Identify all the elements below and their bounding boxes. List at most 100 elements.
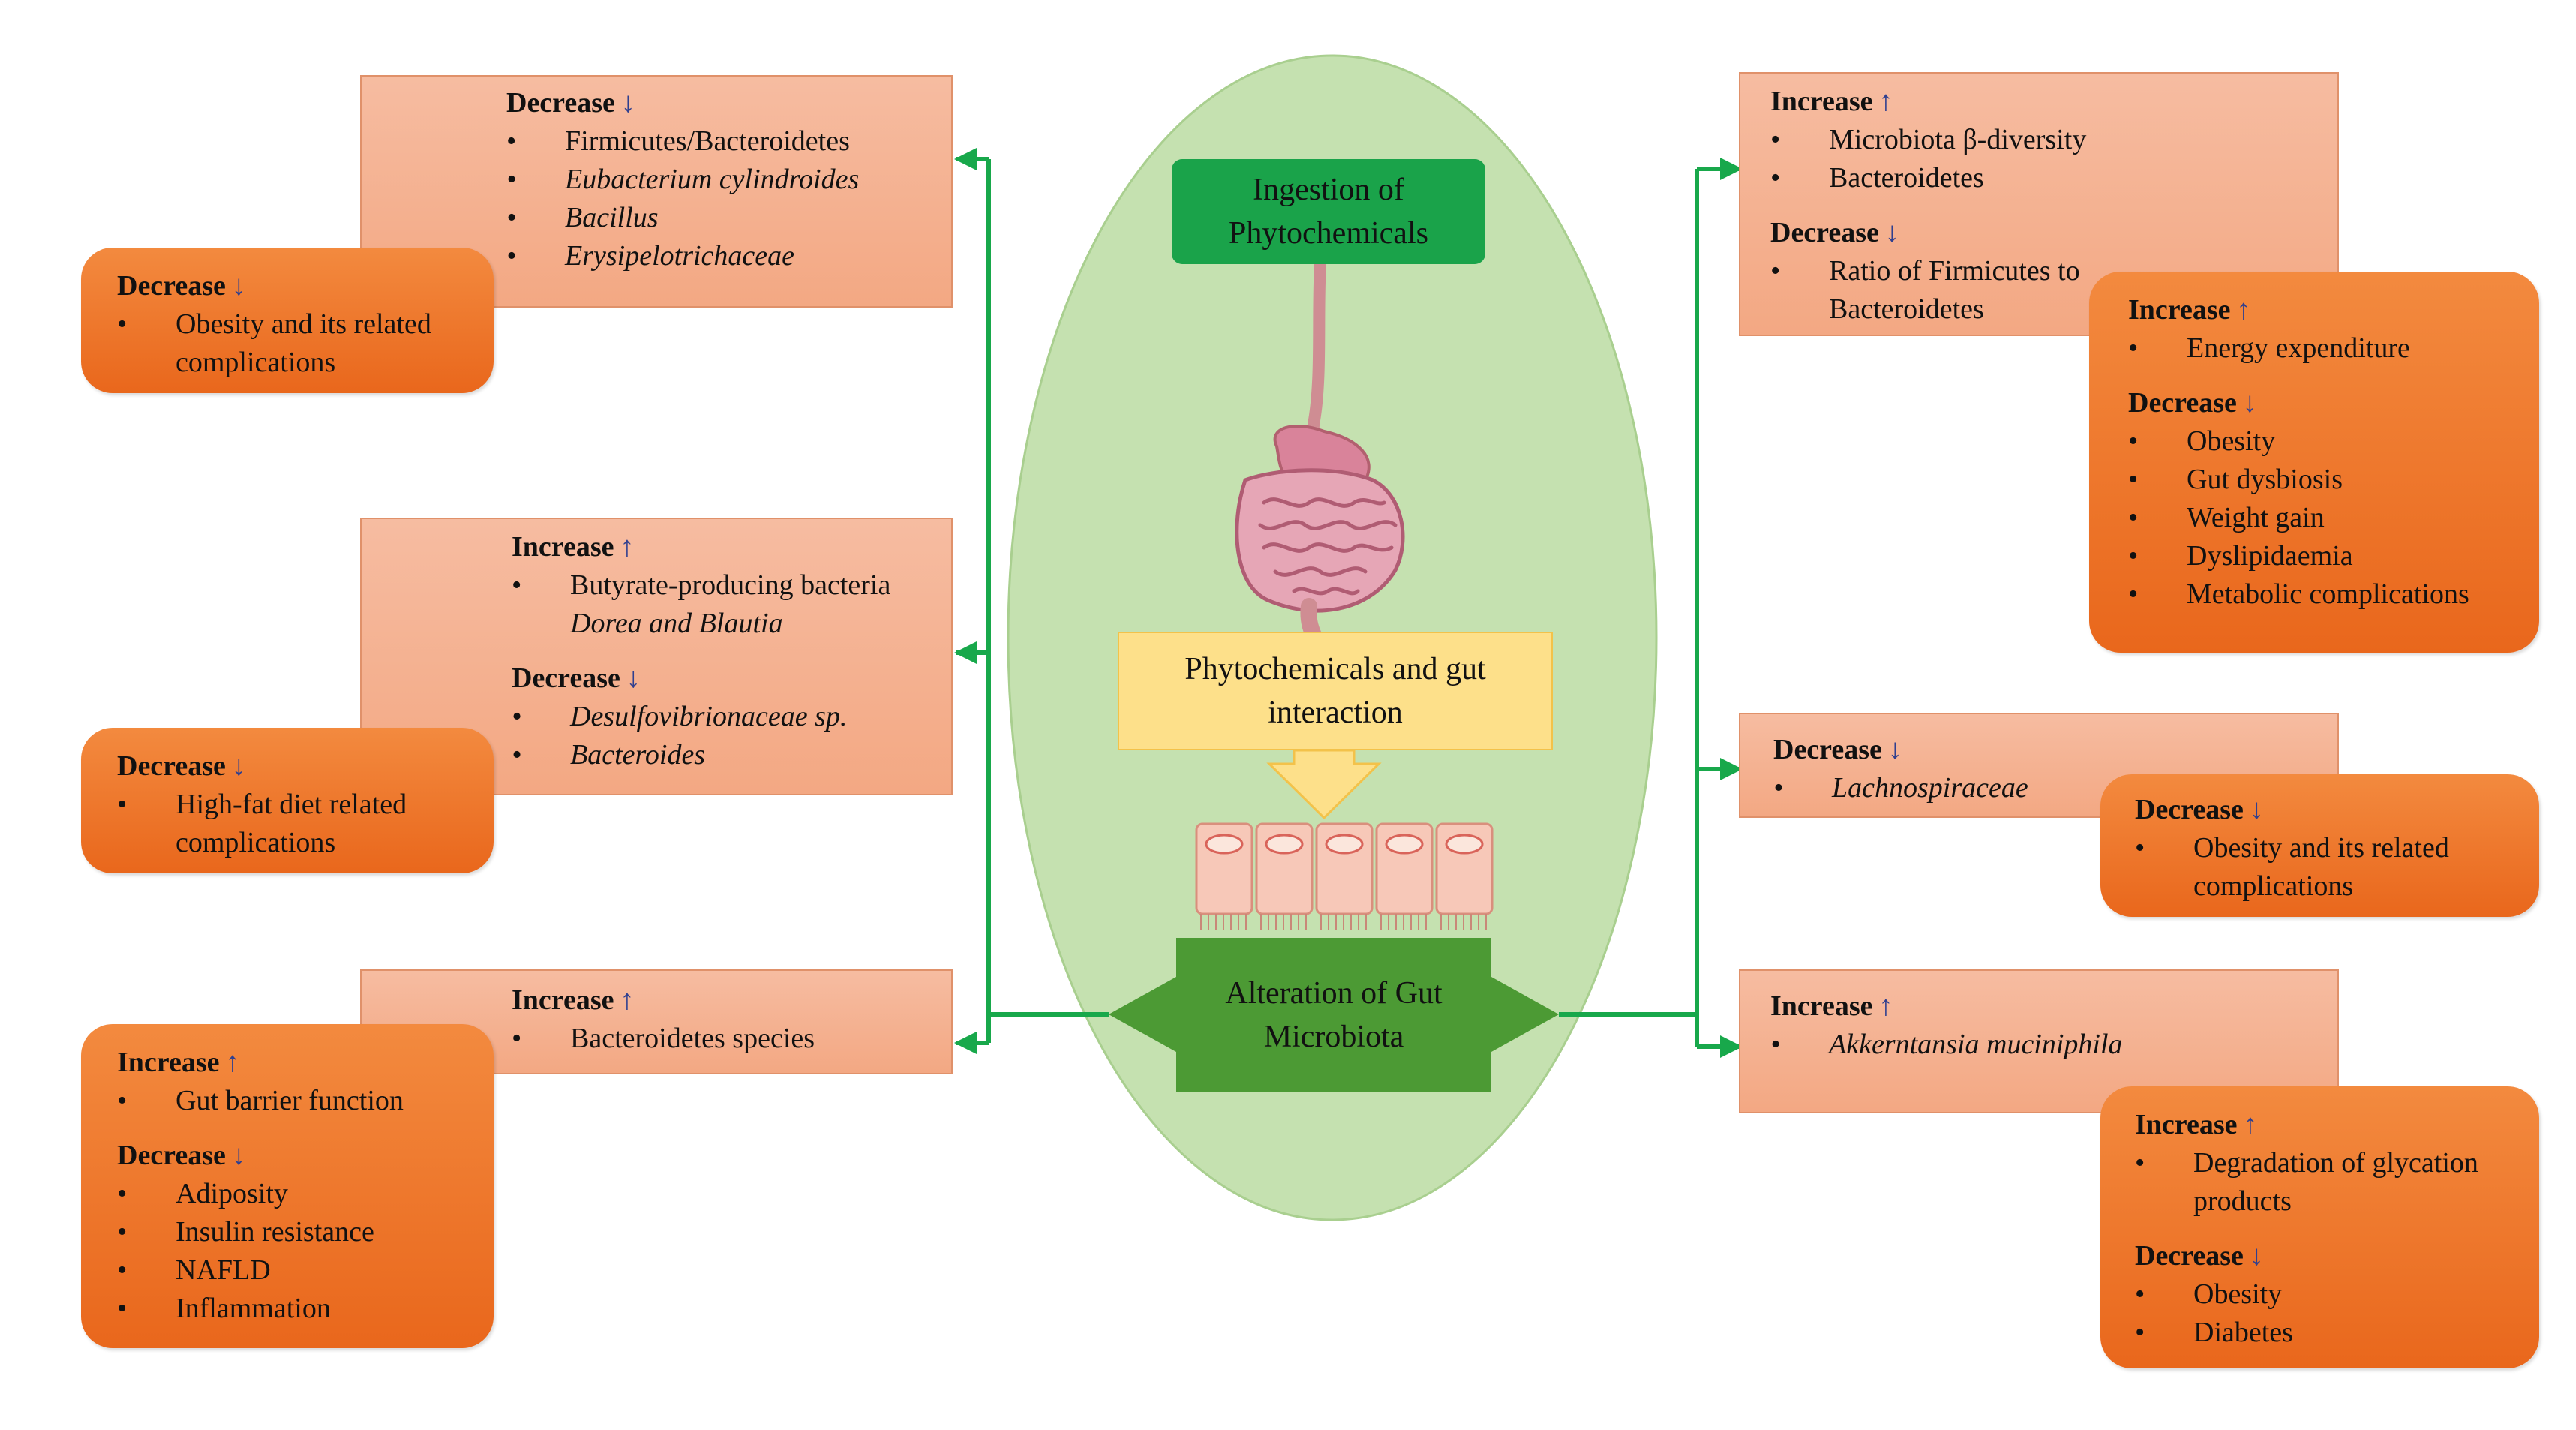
list-item: Adiposity: [117, 1175, 479, 1213]
list-item: Obesity and its related: [2135, 829, 2524, 867]
section-heading: Decrease↓: [117, 1137, 479, 1175]
list-item: complications: [176, 827, 336, 858]
alteration-box-shape: [1176, 938, 1491, 1092]
heading-text: Increase: [2128, 294, 2231, 326]
cell-nucleus: [1265, 834, 1304, 855]
section-heading: Decrease↓: [506, 84, 936, 122]
section-heading: Decrease↓: [1770, 214, 2322, 252]
bullet-list: Energy expenditure: [2128, 329, 2524, 368]
down-arrow-icon: ↓: [2249, 1240, 2264, 1272]
down-arrow-icon: ↓: [1887, 734, 1902, 765]
bullet-list: Firmicutes/BacteroidetesEubacterium cyli…: [506, 122, 936, 275]
heading-text: Increase: [117, 1047, 220, 1078]
effect-section: Increase↑Degradation of glycationproduct…: [2135, 1106, 2524, 1221]
heading-text: Increase: [1770, 86, 1873, 117]
interaction-box: Phytochemicals and gut interaction: [1118, 632, 1553, 750]
right-effects-box-3: Increase↑Degradation of glycationproduct…: [2100, 1086, 2539, 1368]
up-arrow-icon: ↑: [1878, 990, 1893, 1022]
left-microbiota-box-2: Increase↑Butyrate-producing bacteriaDore…: [360, 518, 953, 795]
left-effects-box-1: Decrease↓Obesity and its relatedcomplica…: [81, 248, 494, 393]
down-arrow: [1266, 749, 1382, 820]
list-item: Desulfovibrionaceae sp.: [512, 698, 936, 736]
left-connectors: [954, 148, 1109, 1054]
right-effects-box-1: Increase↑Energy expenditureDecrease↓Obes…: [2089, 272, 2539, 653]
section-heading: Increase↑: [117, 1044, 479, 1082]
heading-text: Decrease: [117, 1140, 226, 1171]
bullet-list: AdiposityInsulin resistanceNAFLDInflamma…: [117, 1175, 479, 1328]
list-item: Bacillus: [506, 199, 936, 237]
right-microbiota-box-3: Increase↑Akkerntansia muciniphila: [1739, 969, 2339, 1113]
list-item: Weight gain: [2128, 499, 2524, 537]
list-item: Eubacterium cylindroides: [506, 161, 936, 199]
intestine-illustration: [1235, 468, 1405, 687]
list-item: Energy expenditure: [2128, 329, 2524, 368]
list-item: Akkerntansia muciniphila: [1770, 1026, 2322, 1064]
down-arrow-icon: ↓: [626, 662, 641, 694]
alteration-label: Alteration of Gut Microbiota: [1225, 975, 1443, 1054]
up-arrow-icon: ↑: [1878, 86, 1893, 117]
cell-nucleus: [1385, 834, 1424, 855]
interaction-label: Phytochemicals and gut interaction: [1184, 652, 1486, 730]
heading-text: Decrease: [512, 662, 620, 694]
effect-section: Increase↑Butyrate-producing bacteriaDore…: [512, 528, 936, 643]
cell-nucleus: [1445, 834, 1484, 855]
list-item: Bacteroides: [512, 736, 936, 774]
alteration-box: Alteration of Gut Microbiota: [1176, 938, 1491, 1092]
right-effects-box-2: Decrease↓ Obesity and its relatedcomplica…: [2100, 774, 2539, 917]
heading-text: Decrease: [2135, 1240, 2244, 1272]
bullet-list: Bacteroidetes species: [512, 1020, 936, 1058]
section-heading: Increase↑: [512, 981, 936, 1020]
heading-text: Decrease: [1770, 217, 1879, 248]
cell-nucleus: [1325, 834, 1364, 855]
section-heading: Decrease↓: [1773, 731, 2322, 769]
effect-section: Decrease↓Firmicutes/BacteroidetesEubacte…: [506, 84, 936, 275]
list-item: Dorea and Blautia: [570, 608, 783, 639]
effect-section: Decrease↓ObesityDiabetes: [2135, 1237, 2524, 1352]
down-arrow-icon: ↓: [2249, 794, 2264, 825]
heading-text: Decrease: [2135, 794, 2244, 825]
effect-section: Decrease↓ObesityGut dysbiosisWeight gain…: [2128, 384, 2524, 614]
section-heading: Increase↑: [1770, 987, 2322, 1026]
right-microbiota-box-1: Increase↑Microbiota β-diversityBacteroid…: [1739, 72, 2339, 336]
list-item: High-fat diet related: [117, 786, 479, 824]
section-heading: Decrease↓: [117, 747, 479, 786]
down-arrow-icon: ↓: [2242, 387, 2257, 419]
list-item: NAFLD: [117, 1251, 479, 1290]
heading-text: Increase: [512, 531, 614, 563]
down-arrow-icon: ↓: [231, 1140, 246, 1171]
list-item: Degradation of glycation: [2135, 1144, 2524, 1182]
heading-text: Increase: [512, 984, 614, 1016]
list-item: products: [2193, 1185, 2292, 1217]
effect-section: Decrease↓Obesity and its relatedcomplica…: [117, 267, 479, 382]
right-connectors: [1559, 158, 1743, 1058]
list-item: Obesity: [2128, 422, 2524, 461]
list-item: Firmicutes/Bacteroidetes: [506, 122, 936, 161]
bullet-list: Lachnospiraceae: [1773, 769, 2322, 807]
bullet-list: ObesityDiabetes: [2135, 1275, 2524, 1352]
effect-section: Decrease↓Desulfovibrionaceae sp.Bacteroi…: [512, 659, 936, 774]
list-item: Microbiota β-diversity: [1770, 121, 2322, 159]
effect-section: Decrease↓Ratio of Firmicutes toBacteroid…: [1770, 214, 2322, 329]
section-heading: Decrease↓: [512, 659, 936, 698]
effect-section: Increase↑Microbiota β-diversityBacteroid…: [1770, 83, 2322, 197]
down-arrow-icon: ↓: [1884, 217, 1899, 248]
effect-section: Increase↑Bacteroidetes species: [512, 981, 936, 1058]
section-heading: Increase↑: [1770, 83, 2322, 121]
list-item: complications: [2193, 870, 2354, 902]
heading-text: Decrease: [1773, 734, 1882, 765]
bullet-list: Desulfovibrionaceae sp.Bacteroides: [512, 698, 936, 774]
ingestion-label: Ingestion of Phytochemicals: [1229, 173, 1428, 251]
down-arrow-icon: ↓: [231, 270, 246, 302]
effect-section: Decrease↓ Obesity and its relatedcomplica…: [2135, 791, 2524, 906]
list-item: Dyslipidaemia: [2128, 537, 2524, 575]
section-heading: Increase↑: [2135, 1106, 2524, 1144]
heading-text: Decrease: [117, 750, 226, 782]
effect-section: Increase↑Akkerntansia muciniphila: [1770, 987, 2322, 1064]
intestinal-cells-illustration: [1195, 822, 1494, 930]
cell-nucleus: [1205, 834, 1244, 855]
